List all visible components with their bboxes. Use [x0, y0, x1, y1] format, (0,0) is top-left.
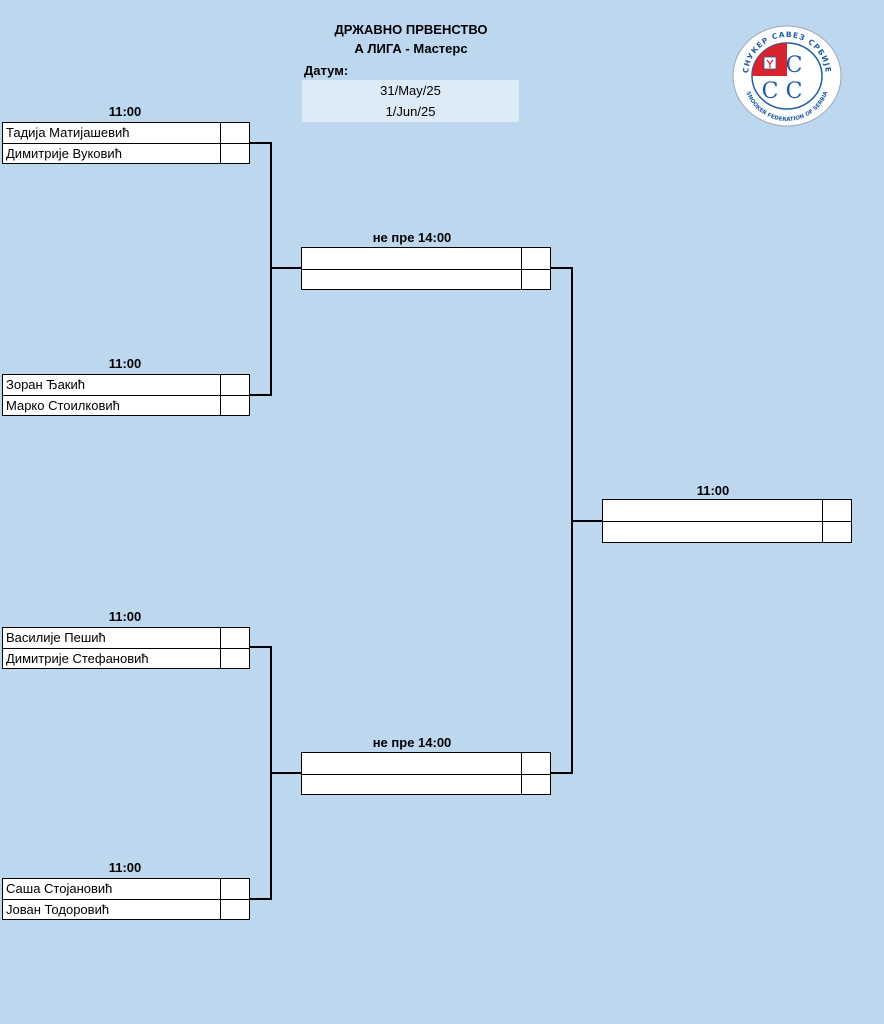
sf1-slot2[interactable] [302, 270, 521, 290]
final-time: 11:00 [696, 483, 730, 498]
date-box: 31/May/25 1/Jun/25 [302, 80, 519, 122]
connector-lower-to-sf2 [270, 772, 302, 774]
r1-m3-player2: Димитрије Стефановић [6, 651, 149, 666]
connector-to-final [571, 520, 602, 522]
r1-m4-time: 11:00 [108, 860, 142, 875]
r1-m2-player1-row: Зоран Ђакић [3, 375, 249, 395]
sf2-slot2-row [302, 773, 550, 795]
r1-m3-player1-row: Василије Пешић [3, 628, 249, 648]
r1-m4-match: Саша Стојановић Јован Тодоровић [2, 878, 250, 920]
final-slot1-score[interactable] [822, 500, 851, 521]
r1-m4-player1-score[interactable] [220, 879, 249, 899]
final-match [602, 499, 852, 543]
final-slot2[interactable] [603, 522, 822, 542]
r1-m4-player1: Саша Стојановић [6, 881, 113, 896]
title-line2: А ЛИГА - Мастерс [354, 41, 468, 56]
r1-m1-player1-score[interactable] [220, 123, 249, 143]
eagle-icon [763, 56, 777, 70]
r1-m2-time: 11:00 [108, 356, 142, 371]
sf1-slot2-score[interactable] [521, 269, 550, 289]
connector-sf1-out [551, 267, 573, 269]
sf2-slot2[interactable] [302, 775, 521, 795]
sf2-slot1[interactable] [302, 753, 521, 774]
r1-m4-player1-row: Саша Стојановић [3, 879, 249, 899]
final-slot1-row [603, 500, 851, 521]
connector-upper-to-sf1 [270, 267, 302, 269]
r1-m1-player2: Димитрије Вуковић [6, 146, 122, 161]
r1-m3-player1-score[interactable] [220, 628, 249, 648]
connector-sf2-out [551, 772, 573, 774]
r1-m3-match: Василије Пешић Димитрије Стефановић [2, 627, 250, 669]
r1-m2-player2-row: Марко Стоилковић [3, 395, 249, 415]
r1-m3-player2-row: Димитрије Стефановић [3, 648, 249, 668]
r1-m2-player2-score[interactable] [220, 396, 249, 415]
logo-letter-right: С [786, 79, 803, 104]
r1-m3-player1: Василије Пешић [6, 630, 106, 645]
r1-m4-player2-row: Јован Тодоровић [3, 899, 249, 919]
sf2-match [301, 752, 551, 795]
r1-m2-player1-score[interactable] [220, 375, 249, 395]
r1-m2-player2: Марко Стоилковић [6, 398, 120, 413]
sf1-slot1-score[interactable] [521, 248, 550, 269]
connector-r1m2-out [250, 394, 272, 396]
r1-m3-player2-score[interactable] [220, 649, 249, 668]
logo-letter-top: С [786, 53, 803, 78]
r1-m1-player1-row: Тадија Матијашевић [3, 123, 249, 143]
final-slot2-score[interactable] [822, 522, 851, 542]
sf1-slot1[interactable] [302, 248, 521, 269]
sf2-slot1-row [302, 753, 550, 774]
sf2-slot2-score[interactable] [521, 774, 550, 794]
connector-upper-vertical [270, 142, 272, 396]
r1-m4-player2: Јован Тодоровић [6, 902, 110, 917]
final-slot2-row [603, 521, 851, 542]
sf2-slot1-score[interactable] [521, 753, 550, 774]
r1-m1-player2-score[interactable] [220, 144, 249, 163]
r1-m1-match: Тадија Матијашевић Димитрије Вуковић [2, 122, 250, 164]
r1-m3-time: 11:00 [108, 609, 142, 624]
sf1-slot1-row [302, 248, 550, 269]
date-2: 1/Jun/25 [385, 104, 436, 119]
r1-m1-time: 11:00 [108, 104, 142, 119]
date-1: 31/May/25 [380, 83, 441, 98]
title-line1: ДРЖАВНО ПРВЕНСТВО [334, 22, 488, 37]
r1-m2-player1: Зоран Ђакић [6, 377, 85, 392]
r1-m1-player2-row: Димитрије Вуковић [3, 143, 249, 163]
connector-r1m4-out [250, 898, 272, 900]
date-label: Датум: [304, 63, 349, 78]
r1-m1-player1: Тадија Матијашевић [6, 125, 130, 140]
r1-m2-match: Зоран Ђакић Марко Стоилковић [2, 374, 250, 416]
sf2-time: не пре 14:00 [372, 735, 452, 750]
sf1-match [301, 247, 551, 290]
sf1-time: не пре 14:00 [372, 230, 452, 245]
connector-r1m1-out [250, 142, 272, 144]
final-slot1[interactable] [603, 500, 822, 521]
logo-letter-left: С [762, 79, 779, 104]
connector-r1m3-out [250, 646, 272, 648]
r1-m4-player2-score[interactable] [220, 900, 249, 919]
snooker-federation-logo: СНУКЕР САВЕЗ СРБИЈЕ SNOOKER FEDERATION O… [732, 25, 842, 127]
sf1-slot2-row [302, 268, 550, 290]
